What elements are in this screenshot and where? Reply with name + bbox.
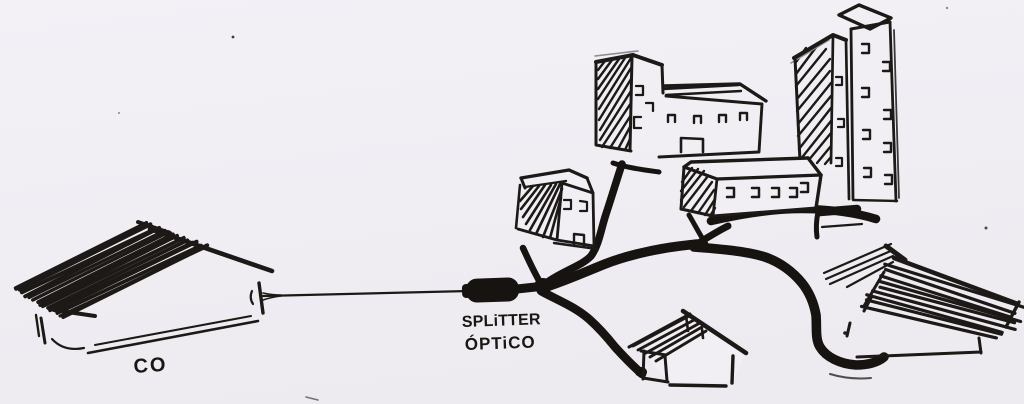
svg-text:CO: CO [133,354,168,378]
svg-text:SPLiTTER: SPLiTTER [462,311,542,331]
svg-text:ÓPTiCO: ÓPTiCO [464,333,535,354]
